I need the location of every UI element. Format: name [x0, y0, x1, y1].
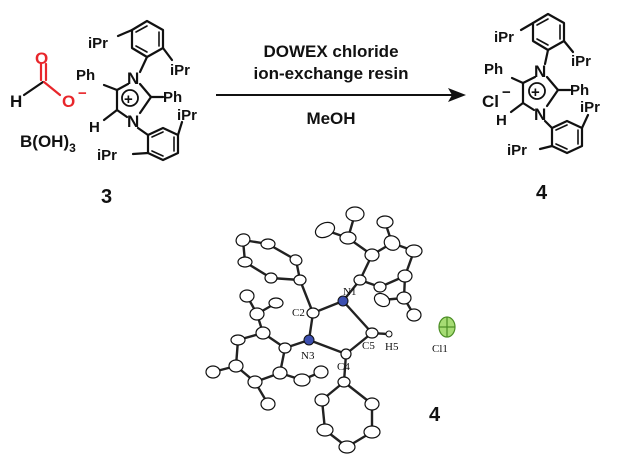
ph-upper-3: Ph — [76, 67, 95, 84]
ipr-4-bottom-right: iPr — [580, 99, 600, 116]
ipr-3-bottom-right: iPr — [177, 107, 197, 124]
chloride-counterion: Cl — [482, 92, 499, 111]
ipr-3-bottom-left: iPr — [97, 147, 117, 164]
chloride-minus-sign: − — [502, 84, 511, 101]
atom-label-n1: N1 — [343, 286, 356, 298]
ipr-3-top-left: iPr — [88, 35, 108, 52]
n-top-3: N — [127, 69, 139, 88]
crystal-compound-number: 4 — [429, 404, 441, 426]
formate-oxygen-top: O — [35, 49, 48, 68]
formate-minus-sign: − — [78, 85, 87, 102]
compound-3: O H O − B(OH)3 iPr iPr N N + Ph Ph H — [10, 19, 197, 208]
plus-charge-3: + — [124, 91, 133, 108]
atom-label-cl1: Cl1 — [432, 343, 448, 355]
ph-upper-4: Ph — [484, 61, 503, 78]
ipr-3-top-right: iPr — [170, 62, 190, 79]
atom-label-c4: C4 — [337, 361, 350, 373]
atom-label-n3: N3 — [301, 350, 315, 362]
ipr-4-bottom-left: iPr — [507, 142, 527, 159]
atom-label-c2: C2 — [292, 307, 305, 319]
n-bottom-4: N — [534, 105, 546, 124]
boric-acid: B(OH)3 — [20, 132, 76, 155]
atom-label-c5: C5 — [362, 340, 375, 352]
reagent-line-1: DOWEX chloride — [263, 42, 398, 61]
reagent-line-2: ion-exchange resin — [254, 64, 409, 83]
compound-3-number: 3 — [101, 186, 112, 208]
compound-4: iPr iPr N N + Ph Ph H Cl − iPr iPr 4 — [482, 12, 600, 204]
ph-c2-4: Ph — [570, 82, 589, 99]
ipr-4-top-left: iPr — [494, 29, 514, 46]
n-bottom-3: N — [127, 112, 139, 131]
ipr-4-top-right: iPr — [571, 53, 591, 70]
solvent-label: MeOH — [306, 109, 355, 128]
formate-oxygen-minus: O — [62, 92, 75, 111]
h-lower-3: H — [89, 119, 100, 136]
reaction-arrow: DOWEX chloride ion-exchange resin MeOH — [216, 42, 466, 128]
formate-hydrogen: H — [10, 92, 22, 111]
crystal-structure: N1 C2 N3 C4 C5 H5 Cl1 4 — [205, 206, 456, 454]
atom-label-h5: H5 — [385, 341, 399, 353]
h-lower-4: H — [496, 112, 507, 129]
plus-charge-4: + — [531, 84, 540, 101]
compound-4-number: 4 — [536, 182, 548, 204]
n-top-4: N — [534, 62, 546, 81]
formate-anion: O H O − — [10, 49, 87, 111]
ph-c2-3: Ph — [163, 89, 182, 106]
